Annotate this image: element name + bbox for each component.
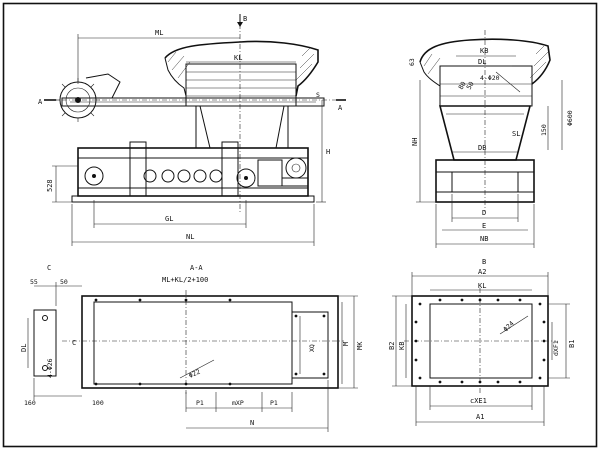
label-b2: B2: [388, 342, 396, 350]
label-view-b: B: [243, 15, 247, 23]
label-528: 528: [46, 179, 54, 192]
label-a1: A1: [476, 413, 484, 421]
label-b1: B1: [568, 340, 576, 348]
label-63: 63: [408, 58, 416, 66]
label-ml: ML: [155, 29, 163, 37]
label-e: E: [482, 222, 486, 230]
drive-reducer: [257, 159, 283, 187]
label-mxp: mXP: [232, 399, 244, 407]
idler-roller: [161, 169, 175, 183]
front-rollers: [84, 166, 256, 188]
idler-roller: [209, 169, 223, 183]
label-xq: XQ: [308, 344, 316, 352]
view-b-bolt-holes: [414, 298, 546, 384]
label-phi600: Φ600: [566, 110, 574, 126]
label-80: 80: [457, 80, 468, 91]
label-d: D: [482, 209, 486, 217]
label-view-b-title: B: [482, 258, 486, 266]
label-nb: NB: [480, 235, 488, 243]
label-a2: A2: [478, 268, 486, 276]
side-gate-box: [439, 65, 533, 107]
label-cxe1: cXE1: [470, 397, 487, 405]
label-dl-aa: DL: [20, 344, 28, 352]
label-150: 150: [540, 124, 548, 136]
label-100: 100: [92, 399, 104, 407]
drive-motor: [285, 157, 307, 179]
label-c-mid: C: [72, 339, 76, 347]
idler-roller: [193, 169, 207, 183]
label-50-aa: 50: [60, 278, 68, 286]
label-dxf1: dXF1: [552, 340, 560, 356]
label-dl-side: DL: [478, 58, 486, 66]
label-n: N: [250, 419, 254, 427]
aa-gate-opening: [291, 311, 329, 379]
idler-roller: [177, 169, 191, 183]
label-phi22: Φ22: [187, 368, 201, 380]
label-160: 160: [24, 399, 36, 407]
aa-outer-plate: [81, 295, 339, 389]
section-a-a-view: A-A ML+KL/2+100 C C 55 50: [20, 264, 364, 432]
label-db: DB: [478, 144, 486, 152]
label-kl-b: KL: [478, 282, 486, 290]
front-view: A A B ML KL S H 528 GL NL: [38, 14, 346, 246]
idler-roller: [84, 166, 104, 186]
label-gl: GL: [165, 215, 173, 223]
front-frame-body: [77, 147, 309, 197]
label-c-top: C: [47, 264, 51, 272]
idler-roller: [236, 168, 256, 188]
label-50-side: 50: [465, 80, 476, 91]
side-view: KB DL 4-Φ20 63 80 50 150 Φ600 SL DB NH D…: [408, 30, 574, 248]
label-s: S: [316, 91, 320, 99]
label-section-a-left: A: [38, 98, 43, 106]
aa-bolt-holes: [94, 298, 326, 386]
front-bin-wall: [164, 40, 319, 97]
label-4-phi26: 4-Φ26: [46, 358, 54, 378]
label-mk: MK: [356, 341, 364, 350]
view-b: B A2 KL Φ24: [388, 258, 576, 426]
label-kb-b: KB: [398, 342, 406, 350]
label-m: M: [342, 342, 350, 346]
label-section-a-right: A: [338, 104, 343, 112]
label-section-aa-title: A-A: [190, 264, 203, 272]
aa-left-flange: [33, 309, 57, 377]
label-4-phi20: 4-Φ20: [480, 74, 500, 82]
label-kb-side: KB: [480, 47, 488, 55]
label-p1-right: P1: [270, 399, 278, 407]
front-gate-beam: [61, 97, 325, 107]
label-h: H: [326, 148, 330, 156]
label-kl-front: KL: [234, 54, 242, 62]
label-nh: NH: [411, 138, 419, 146]
label-p1-left: P1: [196, 399, 204, 407]
label-ml-kl-formula: ML+KL/2+100: [162, 276, 208, 284]
label-55: 55: [30, 278, 38, 286]
label-nl: NL: [186, 233, 194, 241]
label-sl: SL: [512, 130, 520, 138]
idler-roller: [143, 169, 157, 183]
